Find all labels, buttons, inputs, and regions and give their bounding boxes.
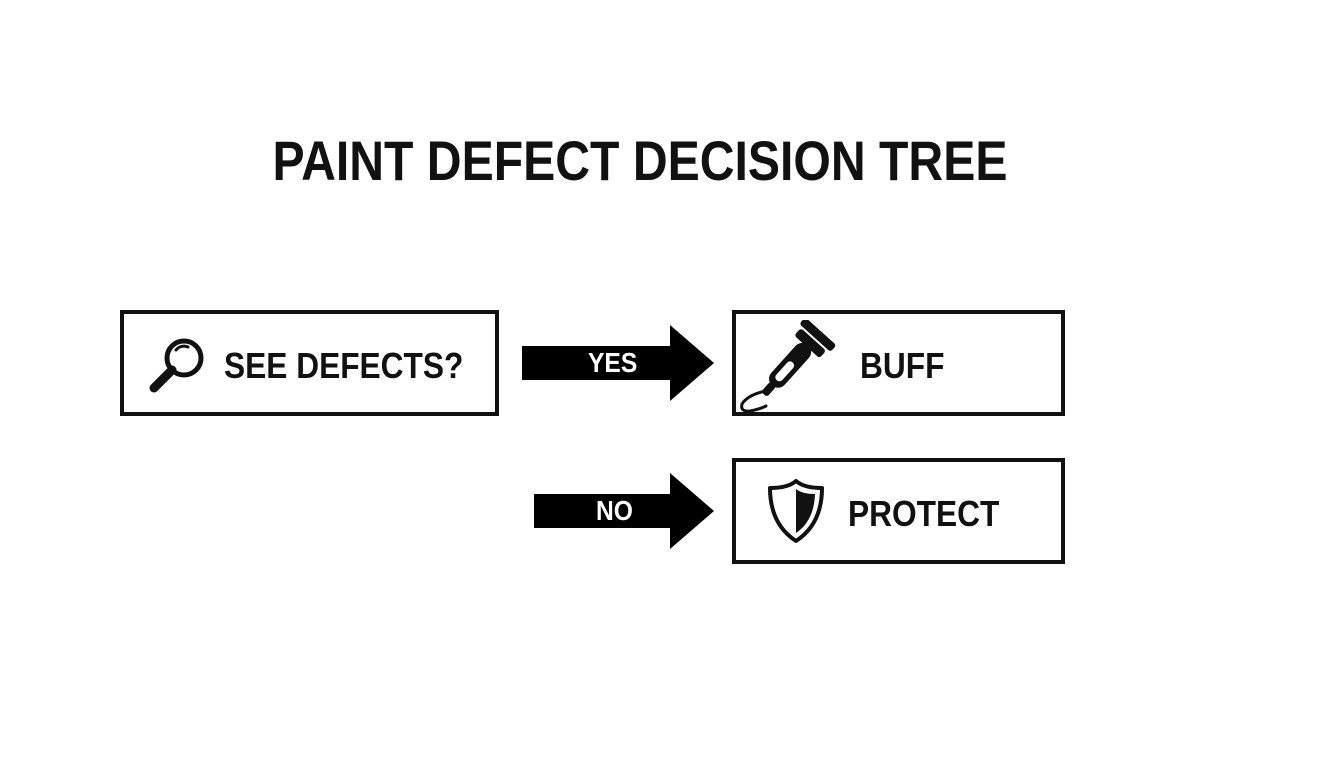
buff-node: BUFF xyxy=(732,310,1065,416)
no-arrow: NO xyxy=(534,473,716,549)
yes-arrow: YES xyxy=(522,325,716,401)
decision-node: SEE DEFECTS? xyxy=(120,310,499,416)
no-arrow-label: NO xyxy=(596,495,633,526)
magnifying-glass-icon xyxy=(149,338,204,393)
buffer-tool-icon xyxy=(740,320,836,413)
buff-label: BUFF xyxy=(860,345,945,386)
shield-icon xyxy=(768,479,824,543)
decision-label: SEE DEFECTS? xyxy=(224,345,464,386)
protect-node: PROTECT xyxy=(732,458,1065,564)
protect-label: PROTECT xyxy=(848,493,1000,534)
yes-arrow-label: YES xyxy=(588,347,638,378)
diagram-title: PAINT DEFECT DECISION TREE xyxy=(272,129,1008,192)
